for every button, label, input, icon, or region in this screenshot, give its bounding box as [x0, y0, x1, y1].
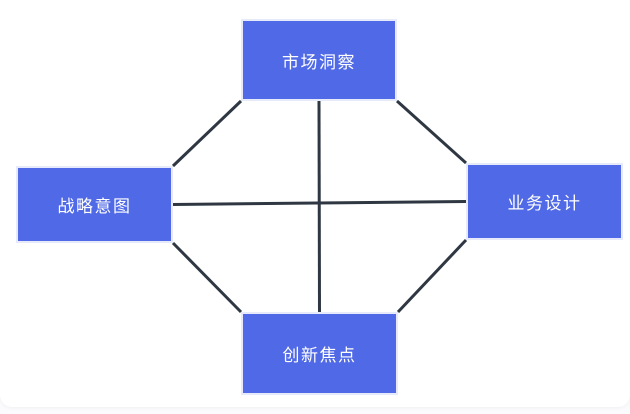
node-innovation-focus[interactable]: 创新焦点: [241, 312, 398, 395]
node-label: 创新焦点: [282, 346, 357, 365]
node-market-insight[interactable]: 市场洞察: [241, 19, 397, 101]
node-label: 业务设计: [507, 194, 582, 213]
edge-top-left: [171, 99, 243, 168]
edge-left-bottom: [171, 241, 243, 314]
node-business-design[interactable]: 业务设计: [466, 163, 623, 240]
node-label: 战略意图: [57, 197, 132, 216]
edge-top-bottom: [317, 100, 321, 313]
edge-left-right: [172, 200, 467, 206]
node-label: 市场洞察: [282, 52, 356, 72]
edge-top-right: [395, 99, 468, 165]
node-strategic-intent[interactable]: 战略意图: [16, 166, 173, 243]
edge-right-bottom: [396, 238, 468, 314]
